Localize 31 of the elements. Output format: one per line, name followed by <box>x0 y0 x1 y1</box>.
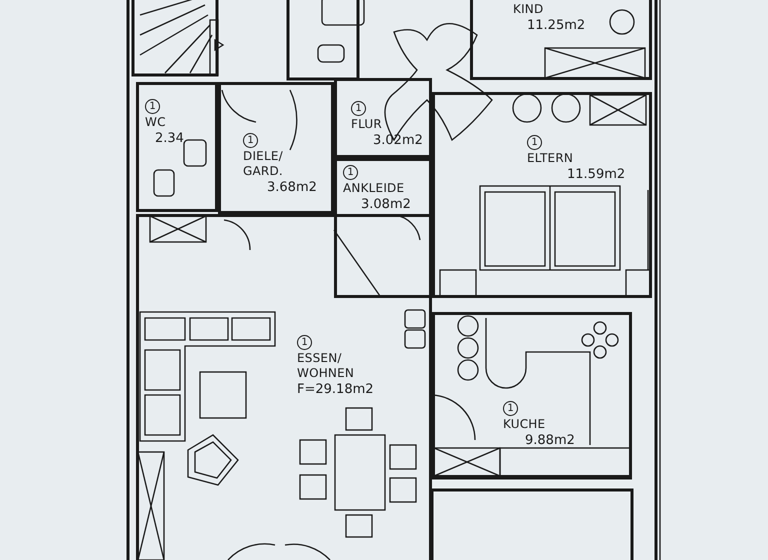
room-number: 1 <box>527 135 542 150</box>
room-name: ELTERN <box>527 151 574 166</box>
room-outline <box>432 92 652 298</box>
room-outline <box>136 82 218 212</box>
room-number: 1 <box>343 165 358 180</box>
room-area: 11.25m2 <box>527 18 586 34</box>
room-outline <box>432 312 632 478</box>
room-outline <box>136 214 432 560</box>
room-name: KIND <box>513 2 544 17</box>
room-area: F=29.18m2 <box>297 382 374 398</box>
room-name: ESSEN/ WOHNEN <box>297 351 356 381</box>
room-name: FLUR <box>351 117 382 132</box>
room-area: 3.02m2 <box>373 133 423 150</box>
room-number: 1 <box>351 101 366 116</box>
room-name: WC <box>145 115 166 130</box>
room-number: 1 <box>297 335 312 350</box>
room-outline <box>334 158 432 298</box>
room-number: 1 <box>145 99 160 114</box>
room-number: 1 <box>503 401 518 416</box>
room-name: ANKLEIDE <box>343 181 404 196</box>
room-name: KUCHE <box>503 417 546 432</box>
room-area: 3.08m2 <box>361 197 411 214</box>
room-outline <box>218 82 334 214</box>
room-area: 9.88m2 <box>525 433 575 450</box>
room-area: 2.34 <box>155 131 184 148</box>
room-area: 11.59m2 <box>567 167 626 184</box>
room-number: 1 <box>243 133 258 148</box>
room-outline <box>334 78 432 158</box>
room-outline <box>470 0 652 80</box>
room-name: DIELE/ GARD. <box>243 149 284 179</box>
room-area: 3.68m2 <box>267 180 317 196</box>
